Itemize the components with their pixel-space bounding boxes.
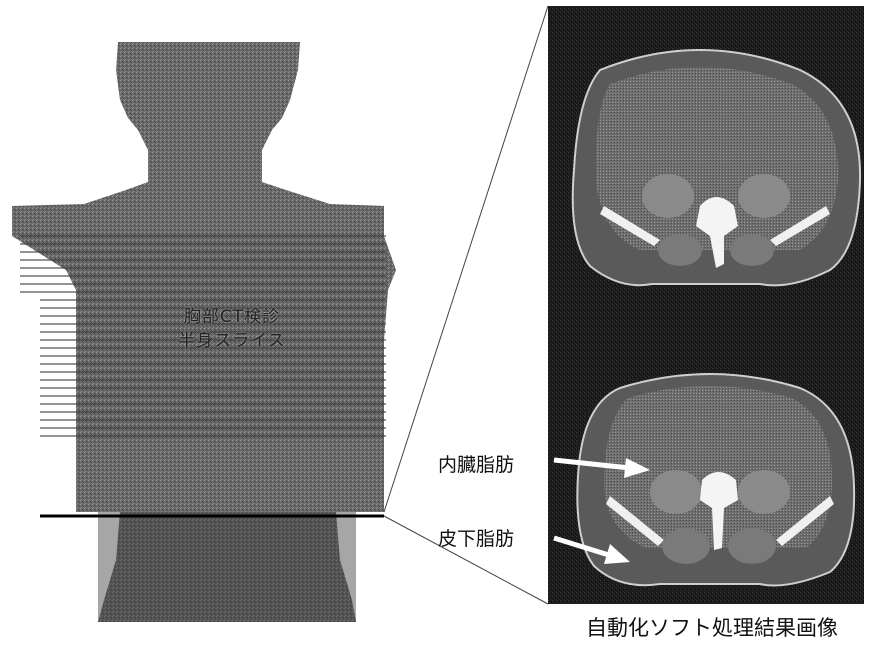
upper-organ-right xyxy=(738,174,790,218)
lower-abdomen-shade xyxy=(98,512,356,622)
lower-organ-right xyxy=(738,470,790,514)
visceral-fat-label: 内臓脂肪 xyxy=(438,450,514,477)
torso-label-line1: 胸部CT検診 xyxy=(132,302,332,327)
upper-muscle-left xyxy=(658,234,702,266)
connector-line-top xyxy=(384,6,548,512)
torso-label-line2: 半身スライス xyxy=(132,326,332,351)
figure-caption: 自動化ソフト処理結果画像 xyxy=(586,612,838,642)
subcutaneous-fat-label: 皮下脂肪 xyxy=(438,524,514,551)
upper-muscle-right xyxy=(730,234,774,266)
ct-slice-upper xyxy=(573,50,860,285)
upper-organ-left xyxy=(642,174,694,218)
lower-muscle-right xyxy=(728,528,776,564)
lower-muscle-left xyxy=(662,528,710,564)
lower-organ-left xyxy=(650,470,702,514)
